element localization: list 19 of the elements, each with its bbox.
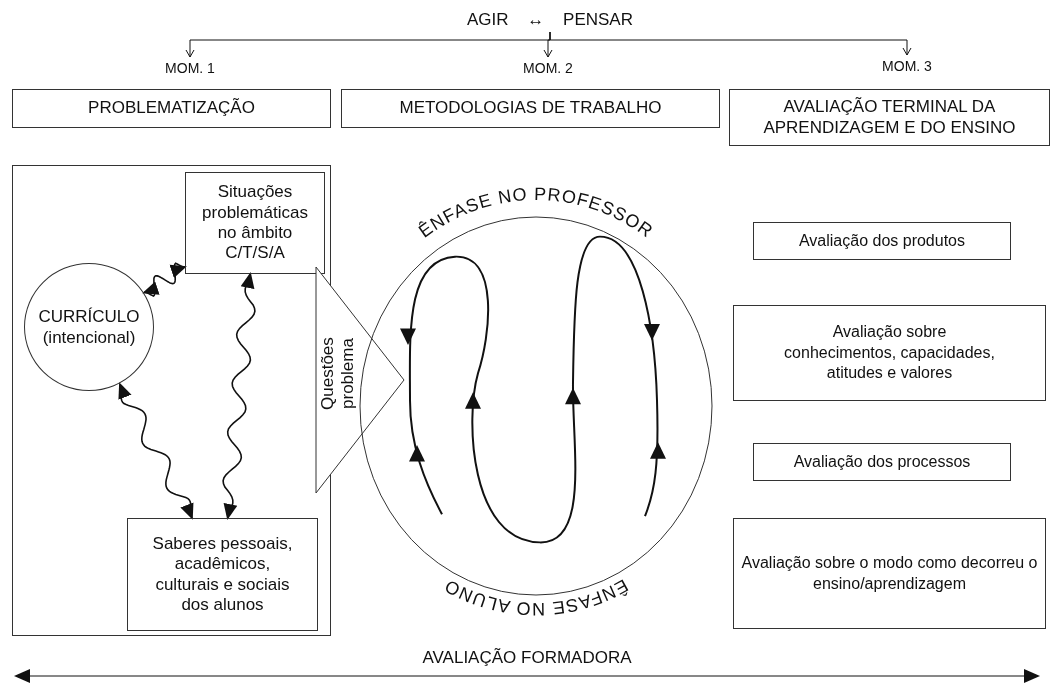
wavy-arrow (118, 382, 194, 520)
moment-label: MOM. 1 (150, 58, 230, 78)
stage-box: METODOLOGIAS DE TRABALHO (341, 89, 720, 128)
stage-box: AVALIAÇÃO TERMINAL DA APRENDIZAGEM E DO ENSINO (729, 89, 1050, 146)
top-label: AGIR ↔ PENSAR (430, 8, 670, 32)
arrow (549, 31, 912, 56)
text-box: Situações problemáticas no âmbito C/T/S/A (185, 172, 325, 274)
text-box: Saberes pessoais, acadêmicos, culturais e sociais dos alunos (127, 518, 318, 631)
bottom-label: AVALIAÇÃO FORMADORA (421, 648, 633, 668)
evaluation-box: Avaliação sobre conhecimentos, capacidades, atitudes e valores (733, 305, 1046, 401)
stage-box: PROBLEMATIZAÇÃO (12, 89, 331, 128)
evaluation-box: Avaliação dos produtos (753, 222, 1011, 260)
evaluation-box: Avaliação sobre o modo como decorreu o ensino/aprendizagem (733, 518, 1046, 629)
wavy-arrow (142, 262, 187, 298)
evaluation-box: Avaliação dos processos (753, 443, 1011, 481)
moment-label: MOM. 3 (867, 56, 947, 76)
arrow-label: Questões problema (318, 336, 358, 412)
moment-label: MOM. 2 (508, 58, 588, 78)
wavy-arrow (222, 272, 256, 520)
